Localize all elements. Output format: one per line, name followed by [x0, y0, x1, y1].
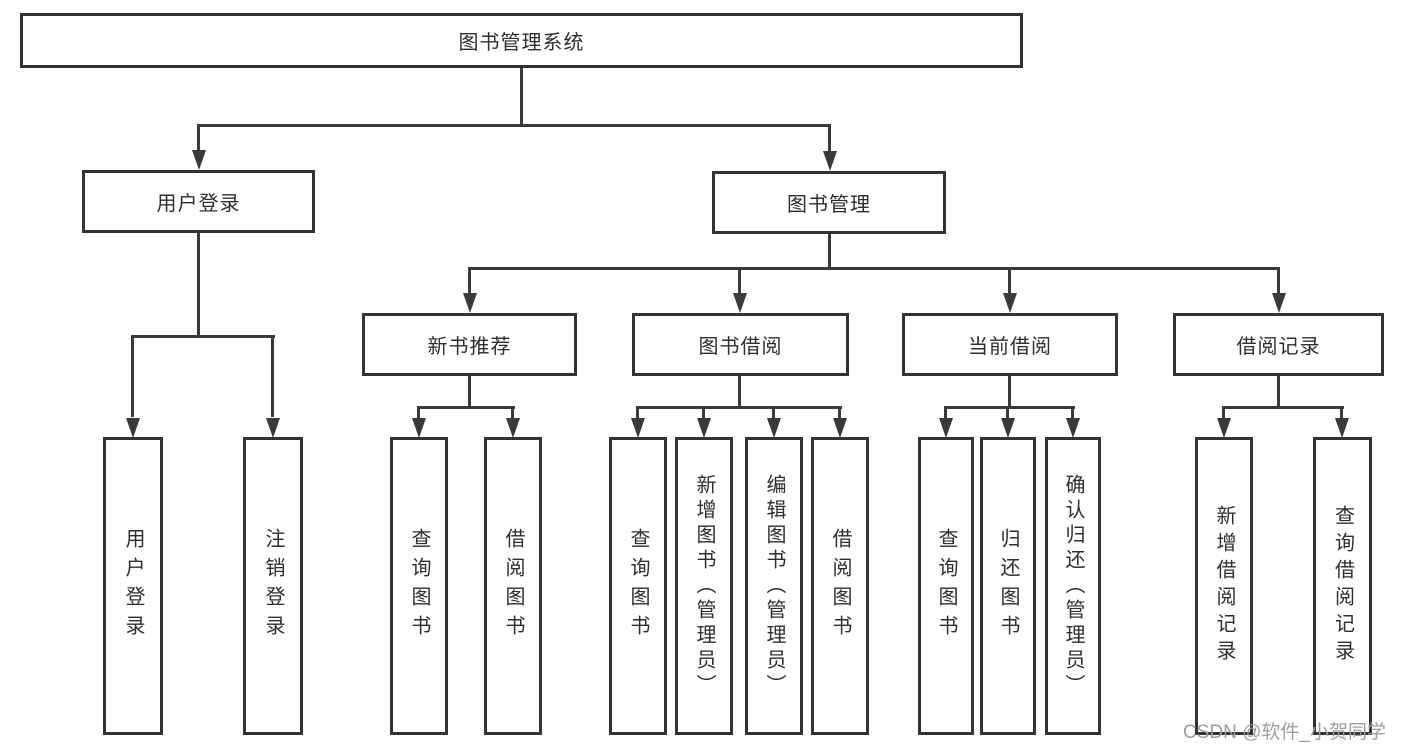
arrow-down-icon: [126, 418, 140, 438]
leaf-confirm-return-admin: 确认归还（管理员）: [1045, 437, 1101, 735]
leaf-user-login: 用户登录: [103, 437, 163, 735]
node-current-borrowing: 当前借阅: [902, 313, 1118, 376]
arrow-down-icon: [1217, 418, 1231, 438]
leaf-query-books-rec: 查询图书: [390, 437, 448, 735]
connector-to-leaf: [1222, 406, 1225, 419]
arrow-down-icon: [266, 418, 280, 438]
connector-borrowing-records-stem: [1277, 376, 1280, 409]
leaf-label: 新增借阅记录: [1213, 505, 1235, 667]
connector-to-leaf: [838, 406, 841, 419]
connector-new-book-rec-stem: [468, 376, 471, 409]
connector-to-leaf: [511, 406, 514, 419]
connector-to-book-borrowing: [738, 267, 741, 295]
leaf-label: 查询借阅记录: [1331, 505, 1354, 667]
arrow-down-icon: [1003, 293, 1017, 313]
node-book-mgmt-label: 图书管理: [787, 194, 871, 216]
node-book-borrowing-label: 图书借阅: [698, 336, 783, 358]
node-new-book-rec: 新书推荐: [362, 313, 577, 376]
connector-user-login-stem: [197, 233, 200, 335]
arrow-down-icon: [192, 150, 206, 170]
arrow-down-icon: [631, 418, 645, 438]
connector-book-borrowing-stem: [738, 376, 741, 409]
arrow-down-icon: [833, 418, 847, 438]
connector-book-mgmt-stem: [828, 234, 831, 267]
connector-to-leaf: [702, 406, 705, 419]
leaf-label: 确认归还（管理员）: [1062, 473, 1084, 699]
arrow-down-icon: [939, 418, 953, 438]
leaf-return-books: 归还图书: [980, 437, 1036, 735]
connector-borrowing-records-split: [1222, 406, 1344, 409]
arrow-down-icon: [506, 418, 520, 438]
node-current-borrowing-label: 当前借阅: [968, 336, 1052, 358]
connector-to-book-mgmt: [828, 124, 831, 152]
connector-root-stem: [520, 68, 523, 124]
leaf-label: 新增图书（管理员）: [693, 473, 715, 699]
leaf-label: 查询图书: [408, 528, 430, 644]
leaf-label: 注销登录: [262, 528, 284, 644]
connector-to-leaf: [417, 406, 420, 419]
connector-root-split: [197, 124, 831, 127]
connector-to-leaf: [944, 406, 947, 419]
leaf-query-borrow-record: 查询借阅记录: [1313, 437, 1372, 735]
connector-to-leaf: [772, 406, 775, 419]
connector-to-leaf: [1006, 406, 1009, 419]
leaf-query-books-current: 查询图书: [918, 437, 974, 735]
connector-to-leaf: [1340, 406, 1343, 419]
leaf-label: 归还图书: [997, 528, 1019, 644]
leaf-borrow-books-rec: 借阅图书: [484, 437, 542, 735]
watermark: CSDN @软件_小贺同学: [1183, 722, 1386, 743]
node-user-login: 用户登录: [82, 170, 315, 233]
leaf-edit-books-admin: 编辑图书（管理员）: [745, 437, 803, 735]
connector-to-borrowing-records: [1277, 267, 1280, 295]
connector-to-leaf: [636, 406, 639, 419]
node-root: 图书管理系统: [20, 13, 1023, 68]
arrow-down-icon: [823, 151, 837, 171]
connector-current-borrowing-split: [944, 406, 1075, 409]
arrow-down-icon: [767, 418, 781, 438]
arrow-down-icon: [463, 293, 477, 313]
arrow-down-icon: [1335, 418, 1349, 438]
connector-current-borrowing-stem: [1008, 376, 1011, 409]
connector-new-book-rec-split: [417, 406, 515, 409]
leaf-label: 查询图书: [935, 528, 957, 644]
connector-to-leaf: [1071, 406, 1074, 419]
arrow-down-icon: [1001, 418, 1015, 438]
arrow-down-icon: [697, 418, 711, 438]
node-book-mgmt: 图书管理: [712, 171, 946, 234]
connector-to-current-borrowing: [1008, 267, 1011, 295]
arrow-down-icon: [733, 293, 747, 313]
connector-to-new-book-rec: [468, 267, 471, 295]
connector-to-user-login: [197, 124, 200, 152]
connector-to-leaf: [131, 335, 134, 417]
leaf-add-books-admin: 新增图书（管理员）: [675, 437, 733, 735]
leaf-label: 查询图书: [627, 528, 649, 644]
connector-book-borrowing-split: [636, 406, 842, 409]
leaf-query-books-borrow: 查询图书: [609, 437, 667, 735]
leaf-label: 借阅图书: [502, 528, 524, 644]
leaf-label: 编辑图书（管理员）: [763, 473, 785, 699]
leaf-borrow-books-borrow: 借阅图书: [811, 437, 869, 735]
node-user-login-label: 用户登录: [156, 193, 241, 215]
leaf-label: 用户登录: [122, 528, 144, 644]
leaf-label: 借阅图书: [829, 528, 851, 644]
connector-to-leaf: [271, 335, 274, 417]
leaf-logout: 注销登录: [243, 437, 303, 735]
arrow-down-icon: [412, 418, 426, 438]
node-root-label: 图书管理系统: [458, 32, 585, 54]
node-borrowing-records-label: 借阅记录: [1236, 336, 1321, 358]
node-book-borrowing: 图书借阅: [632, 313, 849, 376]
leaf-add-borrow-record: 新增借阅记录: [1195, 437, 1253, 735]
connector-book-mgmt-split: [468, 267, 1280, 270]
arrow-down-icon: [1272, 293, 1286, 313]
connector-user-login-split: [131, 335, 275, 338]
node-borrowing-records: 借阅记录: [1173, 313, 1384, 376]
arrow-down-icon: [1066, 418, 1080, 438]
node-new-book-rec-label: 新书推荐: [427, 336, 512, 358]
